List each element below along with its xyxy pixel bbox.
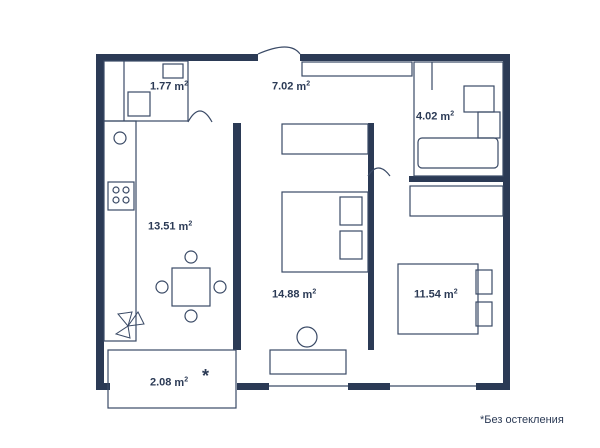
- plant-icon: [114, 311, 145, 339]
- outer-walls: [96, 54, 510, 390]
- footnote: *Без остекления: [480, 414, 564, 426]
- interior-lines: [103, 46, 504, 409]
- balcony-asterisk: *: [202, 366, 210, 386]
